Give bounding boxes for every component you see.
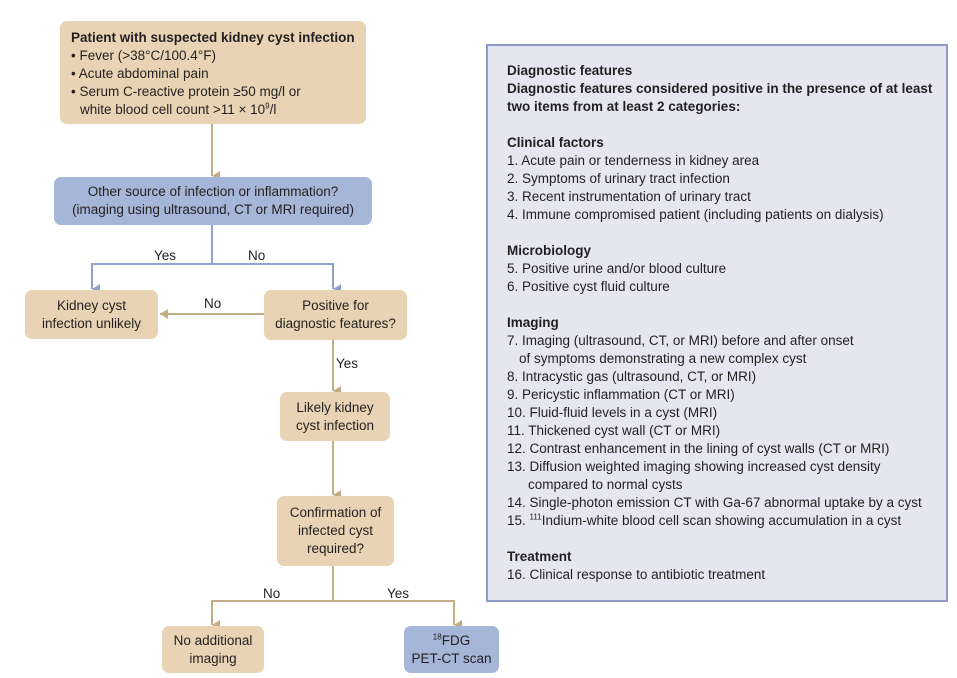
edge-label-no-left: No <box>204 296 222 311</box>
start-bullet-pain: • Acute abdominal pain <box>71 66 209 81</box>
start-wbc-text: white blood cell count >11 × 10 <box>80 102 266 117</box>
clinical-item: 1. Acute pain or tenderness in kidney ar… <box>507 153 760 168</box>
imaging-section: Imaging 7. Imaging (ultrasound, CT, or M… <box>507 314 936 530</box>
other-source-node: Other source of infection or inflammatio… <box>54 177 372 225</box>
positive-line2: diagnostic features? <box>275 316 396 331</box>
imaging-item: 9. Pericystic inflammation (CT or MRI) <box>507 387 735 402</box>
clinical-item: 4. Immune compromised patient (including… <box>507 207 884 222</box>
edge-label-no-bottom: No <box>263 586 281 601</box>
micro-heading: Microbiology <box>507 243 591 258</box>
clinical-item: 2. Symptoms of urinary tract infection <box>507 171 730 186</box>
edge-yes-to-pet <box>333 600 462 630</box>
edge-label-yes-bottom: Yes <box>387 586 410 601</box>
clinical-heading: Clinical factors <box>507 135 604 150</box>
panel-title: Diagnostic features <box>507 63 633 78</box>
clinical-section: Clinical factors 1. Acute pain or tender… <box>507 134 936 224</box>
edge-label-yes-left: Yes <box>154 248 177 263</box>
start-wbc-unit: /l <box>269 102 277 117</box>
treatment-section: Treatment 16. Clinical response to antib… <box>507 548 936 584</box>
pet-fdg: FDG <box>441 632 471 648</box>
panel-subtitle-line1: Diagnostic features considered positive … <box>507 81 933 96</box>
no-imaging-line1: No additional <box>173 632 253 648</box>
imaging-heading: Imaging <box>507 315 559 330</box>
pet-line1: 18FDG <box>433 632 470 650</box>
imaging-item: 11. Thickened cyst wall (CT or MRI) <box>507 423 721 438</box>
pet-isotope-sup: 18 <box>432 632 442 641</box>
edge-label-no-right: No <box>248 248 266 263</box>
diagnostic-features-panel: Diagnostic features Diagnostic features … <box>486 44 948 602</box>
likely-line1: Likely kidney <box>296 399 374 415</box>
likely-line2: cyst infection <box>295 417 375 433</box>
imaging-item15-isotope: 111 <box>529 512 542 522</box>
unlikely-line2: infection unlikely <box>41 315 142 331</box>
imaging-item-continuation: compared to normal cysts <box>528 477 683 492</box>
imaging-item-continuation: of symptoms demonstrating a new complex … <box>519 351 807 366</box>
treatment-item: 16. Clinical response to antibiotic trea… <box>507 567 766 582</box>
imaging-item: 8. Intracystic gas (ultrasound, CT, or M… <box>507 369 757 384</box>
other-source-line1: Other source of infection or inflammatio… <box>87 184 339 199</box>
panel-subtitle-line2: two items from at least 2 categories: <box>507 99 741 114</box>
edge-yes-to-unlikely <box>91 263 212 294</box>
start-title: Patient with suspected kidney cyst infec… <box>71 30 355 45</box>
micro-item: 6. Positive cyst fluid culture <box>507 279 670 294</box>
imaging-item15-prefix: 15. <box>507 513 530 528</box>
likely-node: Likely kidney cyst infection <box>280 392 390 441</box>
other-source-line2: (imaging using ultrasound, CT or MRI req… <box>72 202 354 217</box>
confirmation-node: Confirmation of infected cyst required? <box>277 496 394 566</box>
confirmation-line3: required? <box>306 541 365 556</box>
imaging-item15-text: Indium-white blood cell scan showing acc… <box>541 513 902 528</box>
start-bullet-wbc: white blood cell count >11 × 109/l <box>71 101 276 119</box>
confirmation-line1: Confirmation of <box>289 505 382 520</box>
micro-section: Microbiology 5. Positive urine and/or bl… <box>507 242 936 296</box>
confirmation-line2: infected cyst <box>297 523 374 538</box>
imaging-item: 13. Diffusion weighted imaging showing i… <box>507 459 881 474</box>
unlikely-line1: Kidney cyst <box>56 297 127 313</box>
imaging-item: 10. Fluid-fluid levels in a cyst (MRI) <box>507 405 718 420</box>
start-bullet-fever: • Fever (>38°C/100.4°F) <box>71 48 216 63</box>
start-wbc-exponent: 9 <box>265 101 270 111</box>
imaging-item: 12. Contrast enhancement in the lining o… <box>507 441 890 456</box>
no-imaging-node: No additional imaging <box>162 626 264 673</box>
micro-item: 5. Positive urine and/or blood culture <box>507 261 727 276</box>
imaging-item: 14. Single-photon emission CT with Ga-67… <box>507 495 922 510</box>
edge-label-yes-down: Yes <box>336 356 359 371</box>
unlikely-node: Kidney cyst infection unlikely <box>25 290 158 339</box>
no-imaging-line2: imaging <box>189 650 237 666</box>
edge-no-to-positive <box>212 263 341 294</box>
positive-node: Positive for diagnostic features? <box>264 290 407 340</box>
imaging-item: 7. Imaging (ultrasound, CT, or MRI) befo… <box>507 333 854 348</box>
treatment-heading: Treatment <box>507 549 572 564</box>
edge-no-to-no-imaging <box>211 600 333 630</box>
pet-line2: PET-CT scan <box>411 650 492 666</box>
positive-line1: Positive for <box>302 298 369 313</box>
pet-node: 18FDG PET-CT scan <box>404 626 499 673</box>
imaging-item-indium: 15. 111Indium-white blood cell scan show… <box>507 512 936 530</box>
start-node: Patient with suspected kidney cyst infec… <box>60 21 366 124</box>
start-bullet-crp: • Serum C-reactive protein ≥50 mg/l or <box>71 84 301 99</box>
clinical-item: 3. Recent instrumentation of urinary tra… <box>507 189 751 204</box>
